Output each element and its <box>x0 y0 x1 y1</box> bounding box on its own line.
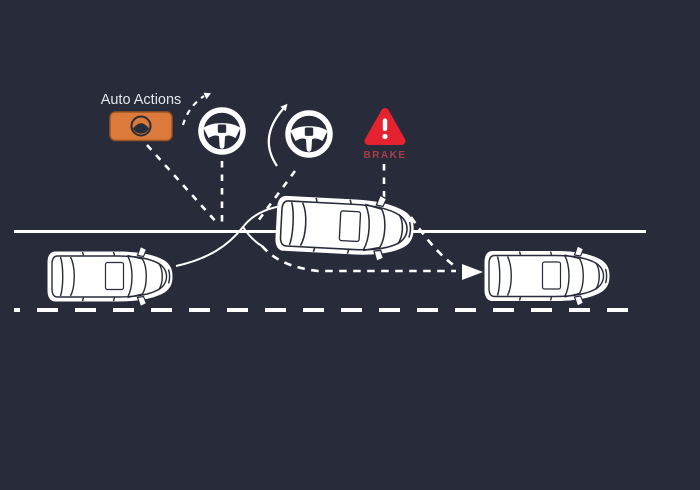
auto-actions-label: Auto Actions <box>101 92 182 108</box>
steering-assist-badge-icon <box>109 111 173 142</box>
car-behind-icon <box>46 245 174 308</box>
forward-path-dashed <box>409 216 457 269</box>
connector-badge <box>146 144 220 226</box>
car-ahead-icon <box>483 245 611 307</box>
car-overtaking-icon <box>273 189 417 264</box>
return-path-dashed <box>261 245 456 273</box>
steering-wheel-minor-correction-icon <box>201 110 243 152</box>
steering-rotation-dashes-icon <box>181 92 211 126</box>
brake-warning-triangle-icon <box>364 108 406 145</box>
connector-wheel-major <box>256 170 297 222</box>
steering-rotation-arrow-icon <box>267 103 288 167</box>
trajectory-arrowhead-icon <box>462 264 483 280</box>
brake-label: BRAKE <box>363 150 406 161</box>
steering-wheel-major-correction-icon <box>288 113 330 155</box>
overtake-path-fork <box>242 226 263 247</box>
